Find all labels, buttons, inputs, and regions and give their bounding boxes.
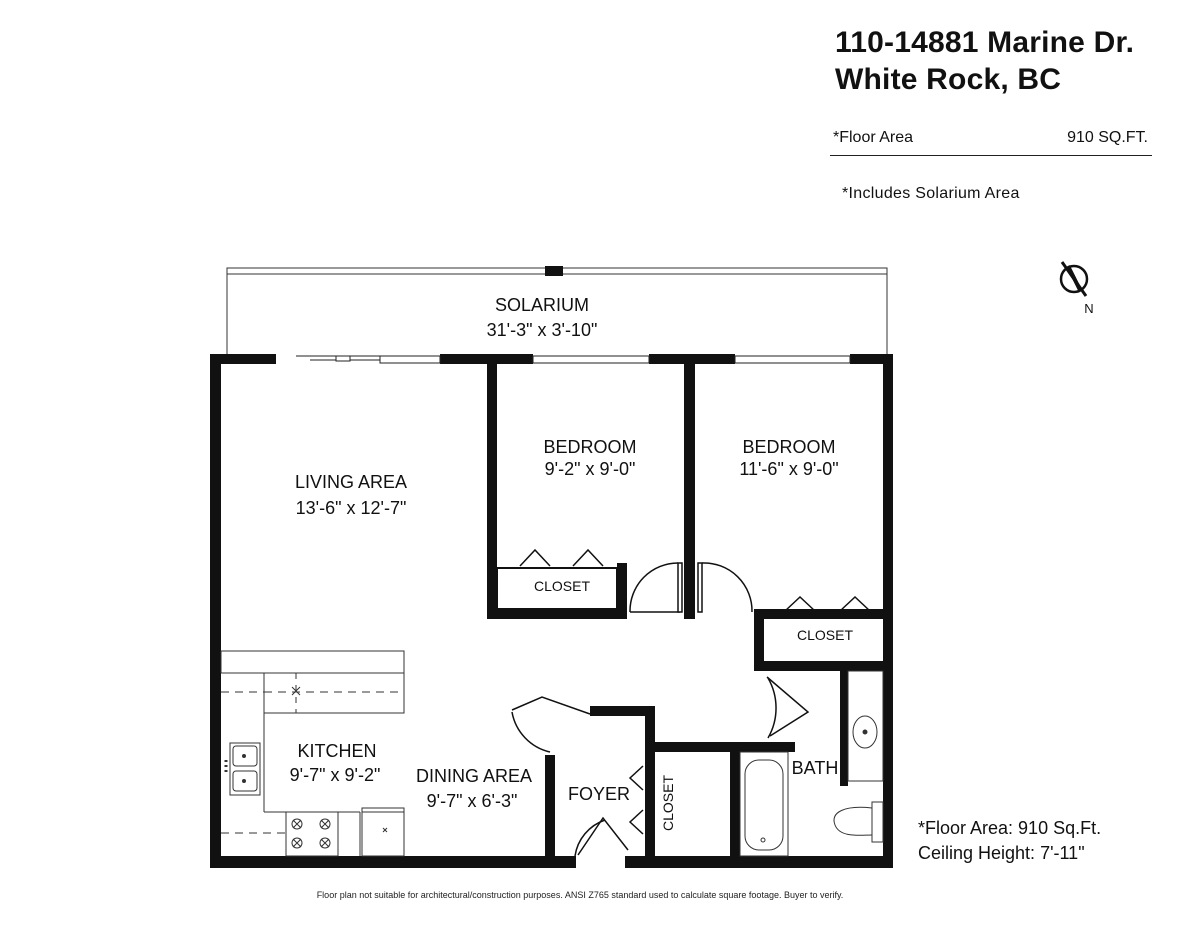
dining-dims: 9'-7" x 6'-3" — [427, 791, 518, 811]
bedroom2-name: BEDROOM — [742, 437, 835, 457]
bedroom1-name: BEDROOM — [543, 437, 636, 457]
solarium-dims: 31'-3" x 3'-10" — [487, 320, 598, 340]
closet-labels: CLOSET CLOSET CLOSET — [534, 578, 853, 831]
summary-ceiling-height: Ceiling Height: 7'-11" — [918, 843, 1085, 863]
summary-floor-area: *Floor Area: 910 Sq.Ft. — [918, 818, 1102, 838]
bath-name: BATH — [792, 758, 839, 778]
living-name: LIVING AREA — [295, 472, 407, 492]
room-labels: SOLARIUM 31'-3" x 3'-10" LIVING AREA 13'… — [290, 295, 839, 811]
address-line-2: White Rock, BC — [835, 63, 1062, 96]
doors — [511, 562, 810, 857]
kitchen-dims: 9'-7" x 9'-2" — [290, 765, 381, 785]
floor-area-row: *Floor Area 910 SQ.FT. — [830, 127, 1152, 156]
kitchen-name: KITCHEN — [297, 741, 376, 761]
solarium-name: SOLARIUM — [495, 295, 589, 315]
bedroom2-dims: 11'-6" x 9'-0" — [739, 459, 838, 479]
foyer-name: FOYER — [568, 784, 630, 804]
dining-name: DINING AREA — [416, 766, 532, 786]
north-compass-icon — [1059, 261, 1089, 297]
floor-area-label: *Floor Area — [833, 129, 914, 146]
solarium-note: *Includes Solarium Area — [842, 185, 1020, 202]
floor-area-value: 910 SQ.FT. — [1067, 129, 1148, 146]
living-dims: 13'-6" x 12'-7" — [296, 498, 407, 518]
disclaimer: Floor plan not suitable for architectura… — [316, 890, 844, 900]
compass-label: N — [1084, 301, 1093, 316]
closet3-label: CLOSET — [660, 775, 676, 831]
interior-walls — [487, 362, 889, 865]
bath-fixtures — [739, 670, 884, 857]
closet2-label: CLOSET — [797, 627, 853, 643]
address-line-1: 110-14881 Marine Dr. — [835, 26, 1135, 59]
solarium-outline — [226, 266, 888, 357]
closet-doors — [496, 548, 871, 835]
windows — [296, 355, 851, 364]
kitchen-fixtures — [220, 650, 405, 857]
closet1-label: CLOSET — [534, 578, 590, 594]
bedroom1-dims: 9'-2" x 9'-0" — [545, 459, 636, 479]
